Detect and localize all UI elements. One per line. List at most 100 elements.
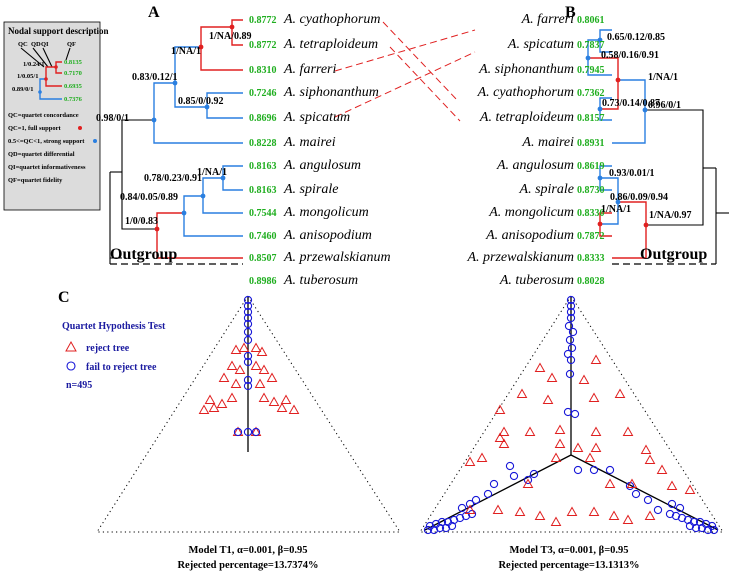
tree-a-supports: 1/NA/0.891/NA/10.85/0/0.920.83/0.12/10.9…	[96, 31, 252, 227]
fail-to-reject-point	[709, 525, 719, 535]
legend-line-1: QC=quartet concordance	[8, 112, 79, 119]
tree-a-node-support: 0.83/0.12/1	[132, 72, 178, 83]
fail-to-reject-point	[697, 523, 707, 533]
legend-abbrev-qd: QD	[31, 41, 41, 48]
reject-tree-point	[216, 398, 228, 408]
reject-tree-point	[566, 506, 578, 516]
fail-to-reject-point	[483, 489, 493, 499]
reject-tree-point	[476, 452, 488, 462]
fail-to-reject-point	[667, 499, 677, 509]
fail-to-reject-point	[529, 469, 539, 479]
simplex-t3-outline	[419, 295, 724, 533]
tree-b-taxon-score: 0.7837	[577, 40, 605, 51]
fail-to-reject-point	[437, 517, 447, 527]
nodal-support-legend: Nodal support description QC QD QI QF 1/…	[3, 21, 109, 211]
reject-tree-point	[464, 504, 476, 514]
tree-b-taxon-score: 0.8730	[577, 185, 605, 196]
fail-to-reject-point	[243, 381, 253, 391]
fail-to-reject-point	[243, 375, 253, 385]
model-t3-rejected: Rejected percentage=13.1313%	[498, 560, 639, 571]
reject-tree-point	[226, 360, 238, 370]
reject-tree-point	[522, 478, 534, 488]
reject-tree-point	[534, 362, 546, 372]
panel-letter-a: A	[148, 4, 160, 21]
reject-tree-point	[590, 426, 602, 436]
tree-a-taxon-score: 0.8228	[249, 138, 277, 149]
reject-tree-point	[656, 464, 668, 474]
reject-tree-point	[492, 504, 504, 514]
fail-to-reject-point	[243, 307, 253, 317]
tree-b-taxon-name: A. anisopodium	[485, 228, 574, 243]
tree-a-taxon-score: 0.8696	[249, 113, 277, 124]
tree-a-node-support: 0.85/0/0.92	[178, 96, 224, 107]
quartet-legend: Quartet Hypothesis Test reject tree fail…	[62, 321, 166, 391]
fail-to-reject-marker	[66, 361, 76, 371]
tree-b-taxon-name: A. spicatum	[507, 37, 574, 52]
fail-to-reject-point	[566, 355, 576, 365]
tree-b-node-support: 0.58/0.16/0.91	[601, 50, 659, 61]
reject-tree-point	[494, 404, 506, 414]
tree-b-taxon-score: 0.7945	[577, 65, 605, 76]
reject-tree-point	[554, 424, 566, 434]
fail-to-reject-point	[505, 461, 515, 471]
panel-letter-b: B	[565, 4, 576, 21]
fail-to-reject-point	[683, 515, 693, 525]
tree-a-outgroup-label: Outgroup	[110, 246, 177, 263]
tree-b-taxon-score: 0.8619	[577, 161, 605, 172]
fail-to-reject-point	[573, 465, 583, 475]
legend-box	[3, 21, 101, 211]
tree-b-taxon-name: A. angulosum	[496, 158, 574, 173]
fail-to-reject-point	[570, 409, 580, 419]
tree-a-taxon-score: 0.8507	[249, 253, 277, 264]
tree-b-taxon-name: A. siphonanthum	[478, 62, 574, 77]
reject-tree-point	[622, 514, 634, 524]
tree-b-taxon-score: 0.8333	[577, 253, 605, 264]
tree-b-taxon-name: A. cyathophorum	[477, 85, 574, 100]
fail-to-reject-point	[243, 335, 253, 345]
tree-a-taxon-score: 0.8163	[249, 185, 277, 196]
reject-tree-label: reject tree	[86, 343, 130, 354]
fail-to-reject-point	[675, 503, 685, 513]
legend-abbrev-qc: QC	[18, 41, 28, 48]
reject-tree-point	[208, 402, 220, 412]
model-t1-rejected: Rejected percentage=13.7374%	[177, 560, 318, 571]
panel-letter-c: C	[58, 289, 70, 306]
legend-line-6: QF=quartet fidelity	[8, 177, 63, 184]
reject-tree-point	[626, 478, 638, 488]
reject-tree-point	[230, 344, 242, 354]
reject-tree-point	[590, 442, 602, 452]
reject-tree-point	[268, 396, 280, 406]
reject-tree-point	[550, 516, 562, 526]
fail-to-reject-point	[251, 427, 261, 437]
reject-tree-point	[498, 438, 510, 448]
reject-tree-point	[250, 342, 262, 352]
fail-to-reject-point	[671, 511, 681, 521]
tree-a-taxon-name: A. cyathophorum	[283, 12, 380, 27]
tree-a-taxon-score: 0.8163	[249, 161, 277, 172]
reject-tree-point	[590, 354, 602, 364]
reject-tree-point	[572, 442, 584, 452]
tree-a-branches	[109, 19, 243, 265]
tree-b-taxon-name: A. tuberosum	[499, 273, 574, 288]
tree-a-taxon-name: A. spicatum	[283, 110, 350, 125]
reject-tree-point	[554, 438, 566, 448]
tree-b-supports: 0.65/0.12/0.850.58/0.16/0.911/NA/10.73/0…	[601, 32, 692, 221]
legend-support-2: 1/0.05/1	[17, 73, 39, 80]
fail-to-reject-point	[568, 327, 578, 337]
legend-line-5: QI=quartet informativeness	[8, 164, 86, 171]
reject-tree-point	[588, 506, 600, 516]
legend-line-2: QC=1, full support	[8, 125, 61, 132]
reject-tree-point	[514, 506, 526, 516]
fail-to-reject-point	[566, 301, 576, 311]
legend-line-4: QD=quartet differential	[8, 151, 75, 158]
tree-a-nodes	[151, 24, 235, 232]
fail-to-reject-point	[564, 321, 574, 331]
tree-a-taxon-name: A. angulosum	[283, 158, 361, 173]
legend-line-3: 0.5<=QC<1, strong support	[8, 138, 85, 145]
fail-to-reject-point	[471, 495, 481, 505]
tree-a-taxon-score: 0.7460	[249, 231, 277, 242]
reject-tree-point	[258, 392, 270, 402]
reject-tree-point	[498, 426, 510, 436]
